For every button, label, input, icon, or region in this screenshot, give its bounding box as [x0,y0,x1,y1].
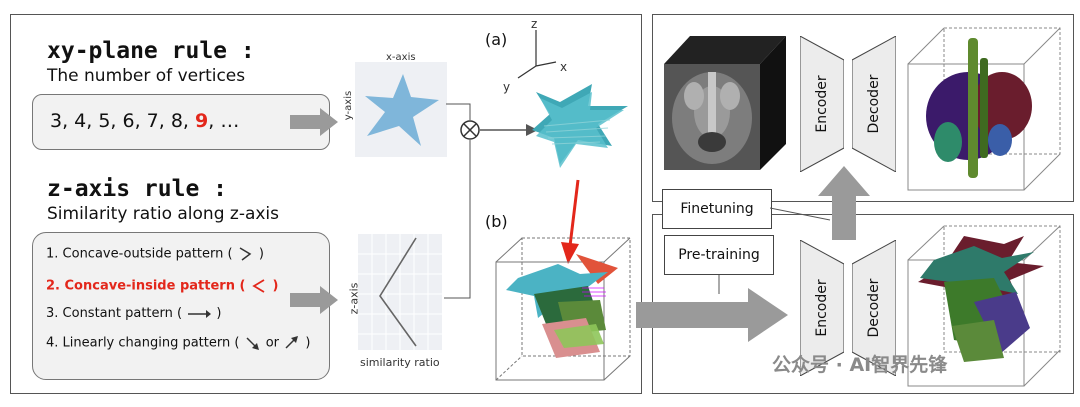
xy-plot [355,62,447,157]
gray-arrow-1 [290,108,338,136]
xy-rule-subtitle: The number of vertices [47,66,246,86]
xy-plot-y-label: y-axis [343,90,355,121]
z-plot [358,234,442,350]
xy-plot-x-label: x-axis [386,52,416,63]
big-gray-arrow [636,288,788,342]
pattern-label-4: 4. Linearly changing pattern ( [46,335,240,351]
sequence-suffix: , … [208,110,240,132]
ct-volume [664,36,786,170]
pattern-item-2: 2. Concave-inside pattern ( ) [46,278,278,294]
pattern-label-1: 1. Concave-outside pattern ( [46,246,233,262]
pretraining-label: Pre-training [678,247,760,263]
gray-arrow-2 [290,286,338,314]
constant-arrow-icon [188,309,212,318]
pretraining-connector [718,272,720,294]
finetuning-connector [770,207,831,221]
z-rule-subtitle: Similarity ratio along z-axis [47,204,280,224]
concave-inside-curve [379,237,417,347]
pattern-close-3: ) [216,306,222,321]
pattern-close-2: ) [272,278,279,294]
decoder-bottom [852,240,896,376]
pattern-label-2: 2. Concave-inside pattern ( [46,278,246,294]
vertex-sequence-box [32,94,330,150]
encoder-bottom-label: Encoder [814,279,830,337]
increasing-arrow-icon [285,336,299,349]
finetuning-box: Finetuning [662,189,772,229]
up-gray-arrow [818,166,870,240]
axis-y-label: y [503,80,511,94]
watermark-text: 公众号 · AI智界先锋 [772,354,948,376]
pattern-item-1: 1. Concave-outside pattern ( ) [46,246,264,262]
sequence-prefix: 3, 4, 5, 6, 7, 8, [50,110,189,132]
pattern-box [32,232,330,380]
pattern-close-4: ) [305,335,311,351]
axis-z-label: z [531,17,538,31]
shape-cube [495,237,631,381]
encoder-bottom [800,240,844,376]
label-b: (b) [485,212,508,231]
pattern-label-3: 3. Constant pattern ( [46,306,183,321]
organ-segmentation [907,27,1061,191]
axis-x-label: x [560,60,568,74]
concave-outside-icon [239,247,252,261]
encoder-top [800,36,844,172]
synthetic-shapes-cube [907,225,1061,387]
label-a: (a) [485,30,508,49]
encoder-top-label: Encoder [814,75,830,133]
z-plot-x-label: similarity ratio [360,356,440,369]
axes-icon [517,30,557,79]
pattern-or: or [265,335,280,351]
pattern-close-1: ) [258,246,264,262]
pattern-item-4: 4. Linearly changing pattern ( or ) [46,335,310,351]
sequence-highlight: 9 [195,110,209,132]
concave-inside-icon [252,279,265,293]
pattern-item-3: 3. Constant pattern ( ) [46,306,221,321]
finetuning-label: Finetuning [680,201,754,217]
decoder-top [852,36,896,172]
extruded-star-shape [532,84,628,168]
decreasing-arrow-icon [246,337,259,350]
pretraining-box: Pre-training [664,235,774,275]
star-polygon [365,74,439,146]
decoder-top-label: Decoder [866,74,882,134]
z-rule-title: z-axis rule : [47,176,228,202]
vertex-sequence: 3, 4, 5, 6, 7, 8, 9, … [50,110,239,132]
red-arrow [561,179,580,264]
decoder-bottom-label: Decoder [866,278,882,338]
xy-rule-title: xy-plane rule : [47,38,255,64]
